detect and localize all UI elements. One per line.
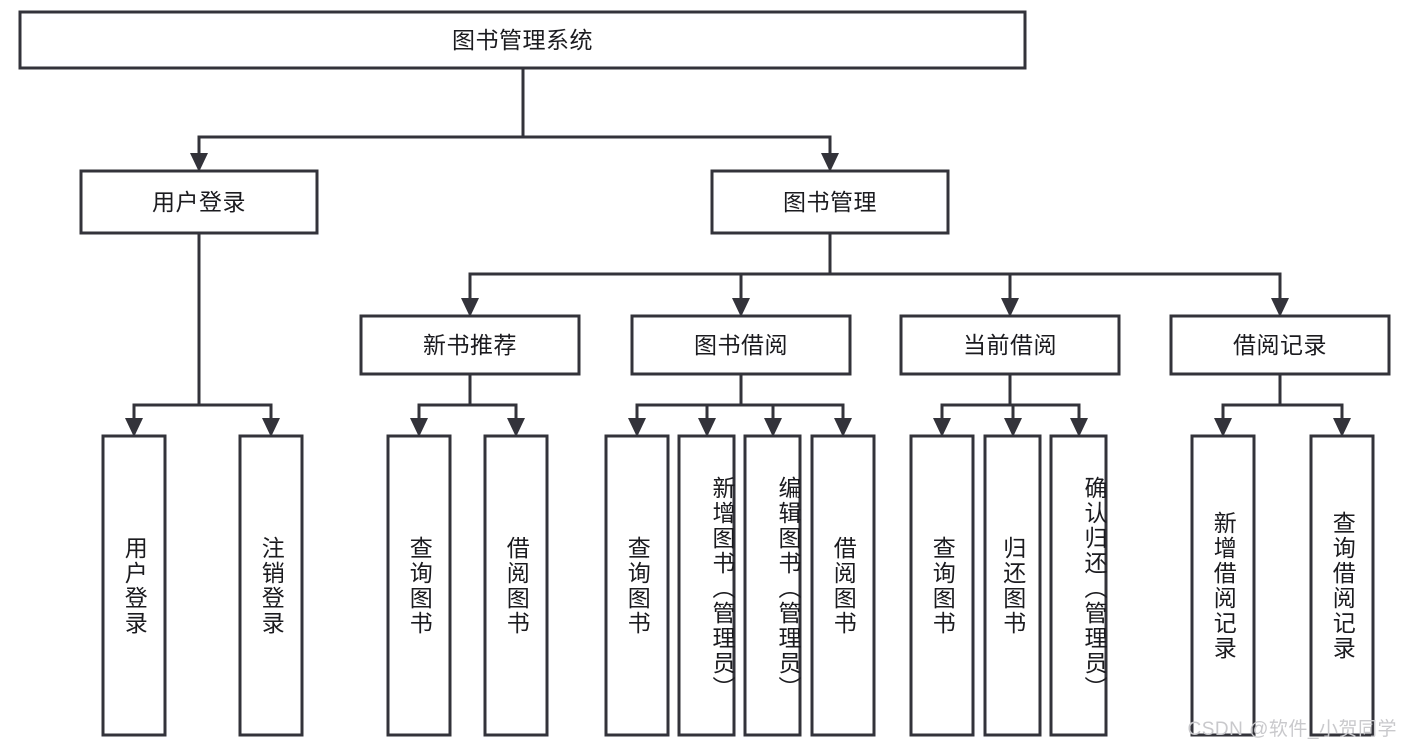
node-box-root[interactable] [18,10,1027,70]
node-box-leaf-confirm-return[interactable] [1049,434,1108,737]
connector-book-borrow-to-leaf-borrow-book [739,374,845,418]
connector-book-manage-to-borrow-record [828,233,1282,298]
node-box-borrow-record[interactable] [1169,314,1391,376]
connector-layer [125,68,1351,437]
node-box-current-borrow[interactable] [899,314,1121,376]
node-box-book-manage[interactable] [710,169,950,235]
connector-new-book-recommend-to-leaf-borrow-book-rec [468,374,518,418]
node-box-leaf-borrow-book-rec[interactable] [483,434,549,737]
connector-book-borrow-to-leaf-query-book-borrow [635,374,743,418]
node-box-new-book-recommend[interactable] [359,314,581,376]
connector-book-manage-to-current-borrow [828,233,1012,298]
connector-book-borrow-to-leaf-edit-book [739,374,775,418]
arrow-head-leaf-edit-book [764,418,782,437]
node-box-leaf-borrow-book[interactable] [810,434,876,737]
connector-borrow-record-to-leaf-query-record [1278,374,1344,418]
arrow-head-leaf-confirm-return [1070,418,1088,437]
connector-root-to-book-manage [521,68,832,153]
node-box-leaf-logout[interactable] [238,434,304,737]
arrow-head-leaf-query-book-current [933,418,951,437]
connector-user-login-to-leaf-user-login [132,233,201,418]
arrow-head-leaf-query-book-rec [410,418,428,437]
node-box-leaf-return-book[interactable] [983,434,1042,737]
node-box-user-login[interactable] [79,169,319,235]
arrow-head-leaf-borrow-book-rec [507,418,525,437]
connector-borrow-record-to-leaf-add-record [1221,374,1282,418]
arrow-head-borrow-record [1271,298,1289,317]
arrow-head-leaf-add-record [1214,418,1232,437]
node-box-book-borrow[interactable] [630,314,852,376]
node-box-leaf-query-record[interactable] [1309,434,1375,737]
connector-new-book-recommend-to-leaf-query-book-rec [417,374,472,418]
connector-user-login-to-leaf-logout [197,233,273,418]
node-box-leaf-query-book-borrow[interactable] [604,434,670,737]
connector-current-borrow-to-leaf-query-book-current [940,374,1012,418]
connector-book-borrow-to-leaf-add-book [705,374,743,418]
node-layer [18,10,1391,737]
node-box-leaf-user-login[interactable] [101,434,167,737]
arrow-head-leaf-return-book [1004,418,1022,437]
connector-book-manage-to-book-borrow [739,233,832,298]
arrow-head-leaf-query-book-borrow [628,418,646,437]
arrow-head-current-borrow [1001,298,1019,317]
arrow-head-leaf-borrow-book [834,418,852,437]
connector-root-to-user-login [197,68,525,153]
node-box-leaf-edit-book[interactable] [743,434,802,737]
connector-current-borrow-to-leaf-confirm-return [1008,374,1081,418]
watermark-text: CSDN @软件_小贺同学 [1187,719,1397,740]
arrow-head-leaf-user-login [125,418,143,437]
arrow-head-book-manage [821,153,839,172]
node-box-leaf-query-book-current[interactable] [909,434,975,737]
arrow-head-leaf-logout [262,418,280,437]
node-box-leaf-add-record[interactable] [1190,434,1256,737]
arrow-head-leaf-query-record [1333,418,1351,437]
arrow-head-leaf-add-book [698,418,716,437]
connector-book-manage-to-new-book-recommend [468,233,832,298]
node-box-leaf-query-book-rec[interactable] [386,434,452,737]
arrow-head-new-book-recommend [461,298,479,317]
arrow-head-user-login [190,153,208,172]
arrow-head-book-borrow [732,298,750,317]
node-box-leaf-add-book[interactable] [677,434,736,737]
